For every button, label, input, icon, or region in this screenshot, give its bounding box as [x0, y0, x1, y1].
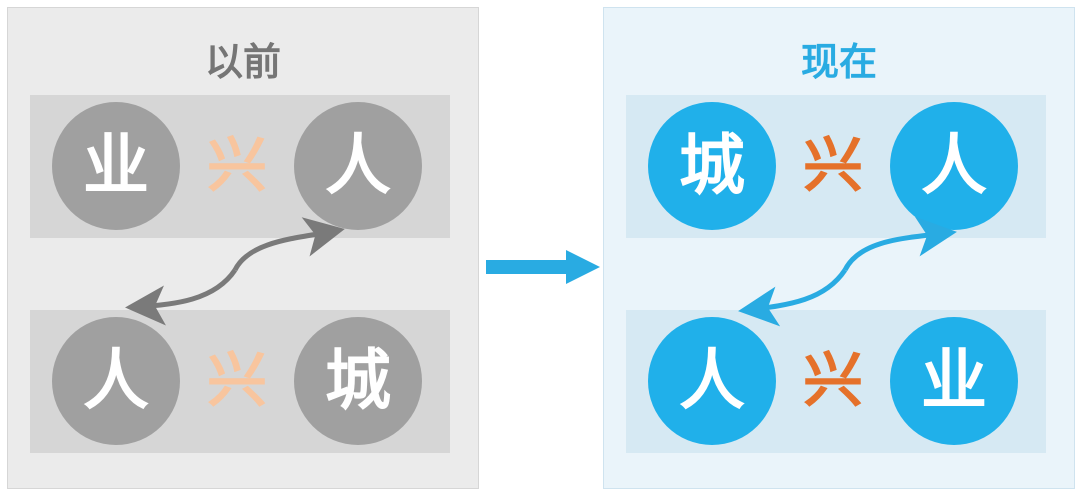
before-bottom-left-circle: 人: [52, 317, 180, 445]
before-top-right-circle: 人: [294, 102, 422, 230]
after-top-middle-glyph: 兴: [803, 131, 863, 201]
transition-arrow: [486, 250, 600, 284]
after-panel: 现在 城 兴 人 人 兴 业: [603, 7, 1075, 489]
before-panel: 以前 业 兴 人 人 兴 城: [7, 7, 479, 489]
after-bottom-left-circle: 人: [648, 317, 776, 445]
before-title: 以前: [204, 40, 281, 84]
after-bottom-right-circle: 业: [890, 317, 1018, 445]
before-bottom-row: 人 兴 城: [30, 310, 450, 453]
after-top-right-circle: 人: [890, 102, 1018, 230]
after-bottom-middle-glyph: 兴: [803, 346, 863, 416]
after-top-left-circle: 城: [648, 102, 776, 230]
before-top-row: 业 兴 人: [30, 95, 450, 238]
before-top-middle-glyph: 兴: [207, 131, 267, 201]
after-title: 现在: [800, 40, 877, 84]
after-bottom-row: 人 兴 业: [626, 310, 1046, 453]
before-bottom-right-circle: 城: [294, 317, 422, 445]
before-bottom-middle-glyph: 兴: [207, 346, 267, 416]
after-top-row: 城 兴 人: [626, 95, 1046, 238]
before-top-left-circle: 业: [52, 102, 180, 230]
